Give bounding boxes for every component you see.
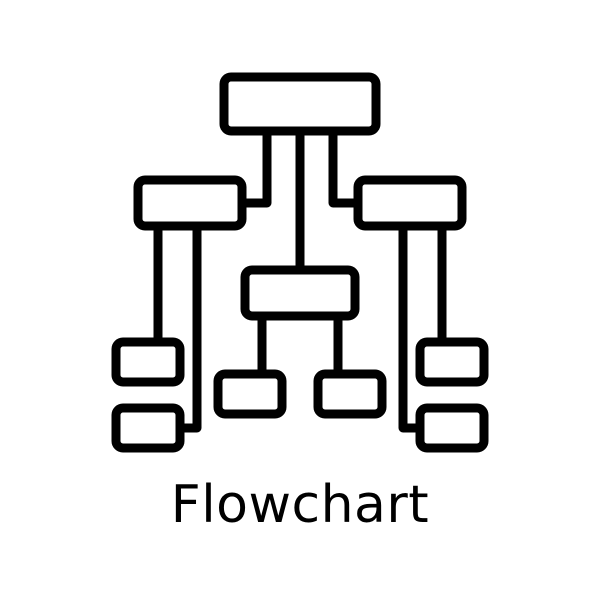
left-mid-box [133,175,247,231]
left-small-box-2 [111,403,185,453]
connector-top-left [237,126,272,208]
top-box [219,72,381,136]
center-box [240,265,360,321]
right-mid-box [353,175,467,231]
connector-right-2 [398,221,425,433]
center-small-box-left [213,369,287,419]
caption-label: Flowchart [170,475,430,535]
right-small-box-1 [415,337,489,387]
center-small-box-right [313,369,387,419]
left-small-box-1 [111,337,185,387]
connector-left-2 [175,221,202,433]
connector-top-right [328,126,363,208]
right-small-box-2 [415,403,489,453]
